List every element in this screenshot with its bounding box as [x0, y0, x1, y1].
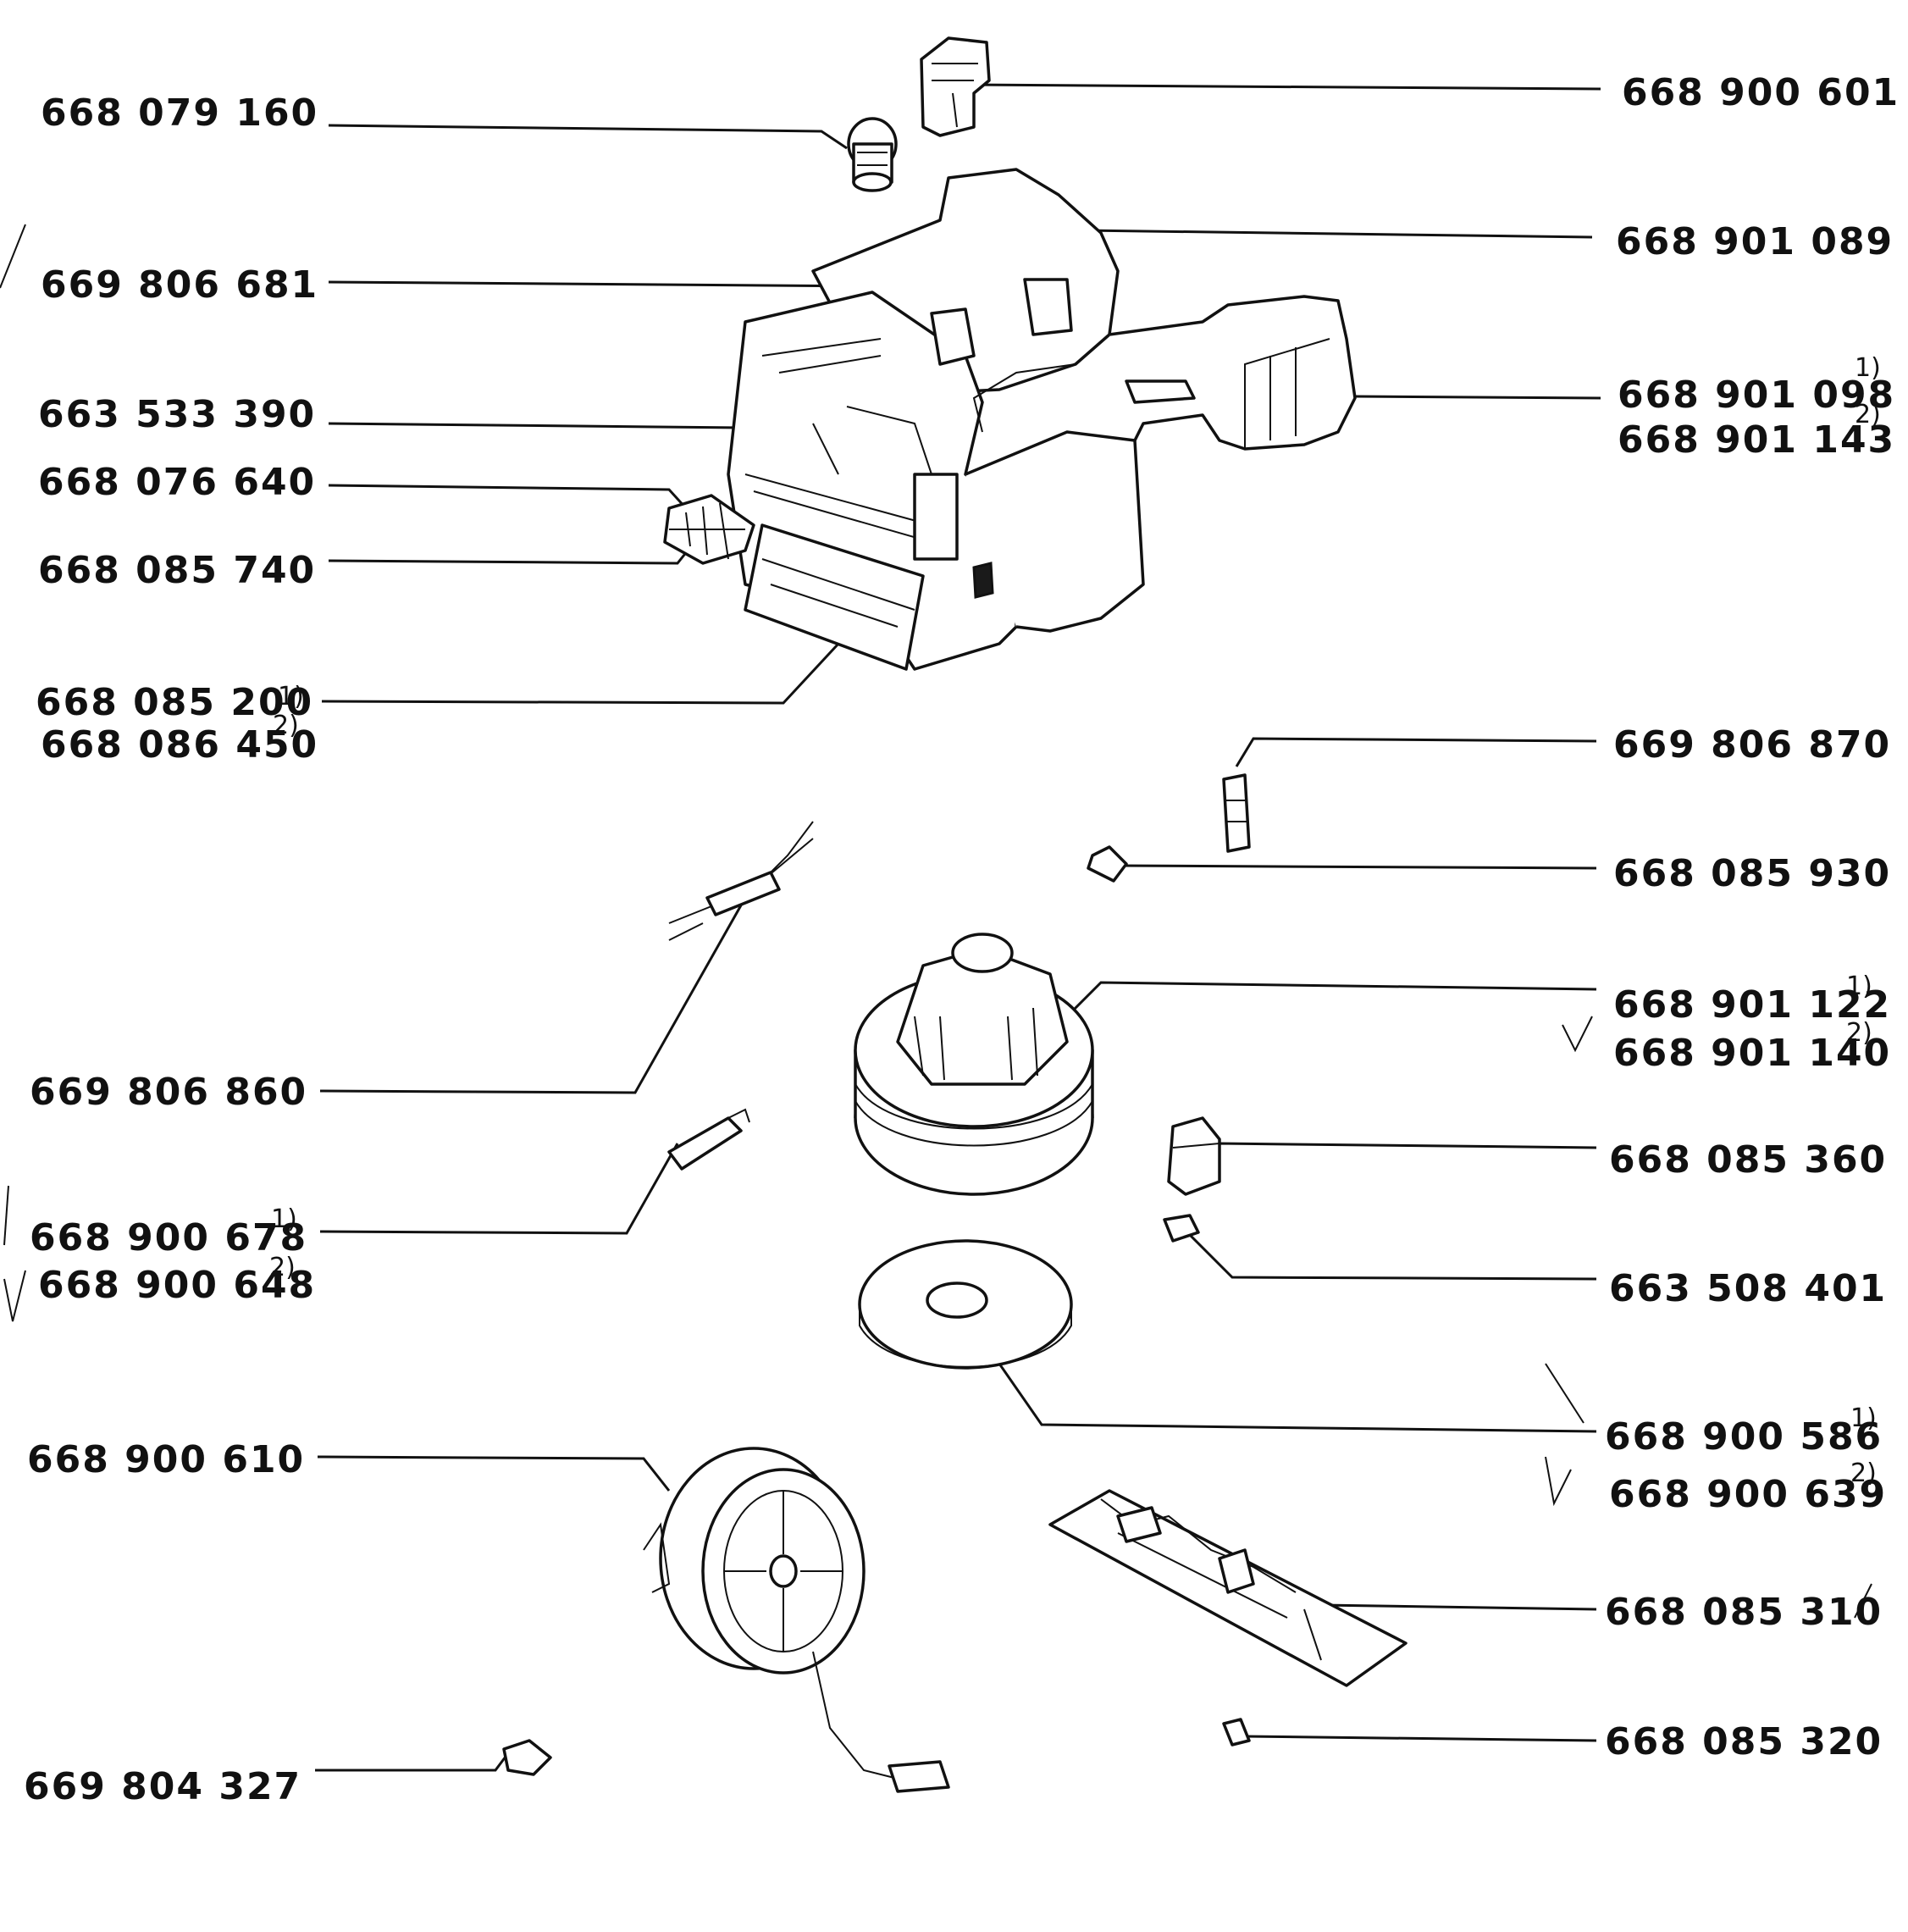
part-filter-disc [858, 1239, 1073, 1370]
label-669-804-327: 669 804 327 [24, 1765, 302, 1808]
part-brush-holder [1167, 1116, 1221, 1196]
label-668-079-160: 668 079 160 [41, 91, 319, 135]
leader-l7 [319, 897, 747, 1094]
footnote-marker: 1) [271, 1204, 297, 1234]
part-clip [1222, 773, 1251, 853]
leader-r9 [998, 1363, 1597, 1433]
leader-l5 [328, 541, 696, 565]
leader-r6 [1065, 981, 1597, 1018]
leader-l9 [317, 1455, 671, 1492]
leader-l1 [328, 124, 848, 150]
part-small-bracket [1087, 845, 1128, 883]
leader-l8 [319, 1143, 679, 1235]
check-mark-3 [3, 1270, 26, 1322]
footnote-marker: 2) [1846, 1018, 1872, 1048]
check-mark-5 [1545, 1456, 1572, 1507]
check-mark-6 [1545, 1363, 1584, 1424]
leader-r11 [1244, 1735, 1597, 1742]
part-screw [1222, 1718, 1251, 1747]
label-663-508-401: 663 508 401 [1609, 1267, 1888, 1310]
leader-l4 [328, 484, 688, 510]
part-main-housing [727, 168, 1357, 671]
label-669-806-681: 669 806 681 [41, 263, 319, 307]
part-circuit-board [1048, 1489, 1407, 1687]
footnote-marker: 1) [1846, 972, 1872, 1001]
label-663-533-390: 663 533 390 [38, 393, 317, 436]
label-668-901-122: 668 901 122 [1613, 983, 1892, 1027]
part-suppressor [667, 1108, 750, 1171]
label-668-901-098: 668 901 098 [1618, 374, 1896, 417]
label-668-085-320: 668 085 320 [1605, 1720, 1883, 1763]
label-668-901-089: 668 901 089 [1616, 220, 1894, 263]
part-cable-clip [502, 1739, 552, 1776]
leader-l10 [315, 1752, 510, 1772]
label-668-085-740: 668 085 740 [38, 549, 317, 592]
leader-r7 [1202, 1142, 1597, 1158]
label-668-901-140: 668 901 140 [1613, 1032, 1892, 1075]
part-motor [854, 933, 1094, 1196]
label-668-085-310: 668 085 310 [1605, 1591, 1883, 1634]
label-668-900-586: 668 900 586 [1605, 1415, 1883, 1459]
label-669-806-870: 669 806 870 [1613, 723, 1892, 767]
label-668-085-360: 668 085 360 [1609, 1138, 1888, 1182]
label-668-085-200: 668 085 200 [36, 681, 314, 724]
leader-r5 [1117, 864, 1597, 870]
check-mark-7 [1854, 1583, 1872, 1619]
part-round-knob [847, 117, 898, 192]
footnote-marker: 2) [1850, 1459, 1877, 1488]
check-mark-1 [0, 224, 26, 289]
leader-r2 [1048, 229, 1593, 289]
leader-r10 [1320, 1603, 1597, 1611]
part-capacitor-cable [668, 821, 814, 941]
label-668-900-648: 668 900 648 [38, 1264, 317, 1307]
label-668-900-639: 668 900 639 [1609, 1473, 1888, 1516]
leader-r3 [1354, 395, 1601, 400]
check-mark-2 [3, 1185, 9, 1246]
part-switch-block [663, 494, 755, 565]
label-669-806-860: 669 806 860 [30, 1071, 308, 1114]
label-668-900-610: 668 900 610 [27, 1438, 306, 1481]
label-668-900-601: 668 900 601 [1622, 71, 1900, 114]
label-668-901-143: 668 901 143 [1618, 418, 1896, 462]
label-668-900-678: 668 900 678 [30, 1216, 308, 1259]
footnote-marker: 1) [1850, 1403, 1877, 1433]
label-668-086-450: 668 086 450 [41, 723, 319, 767]
label-668-076-640: 668 076 640 [38, 461, 317, 504]
footnote-marker: 2) [1855, 400, 1881, 429]
check-mark-4 [1562, 1016, 1593, 1053]
footnote-marker: 2) [269, 1253, 296, 1282]
leader-r1 [955, 83, 1601, 95]
part-housing-clip [920, 36, 991, 137]
part-cable-reel [643, 1447, 950, 1793]
leader-l6 [321, 642, 840, 705]
footnote-marker: 2) [273, 711, 299, 740]
part-small-roller [1163, 1214, 1200, 1243]
leader-r4 [1235, 737, 1597, 767]
footnote-marker: 1) [1855, 353, 1881, 383]
label-668-085-930: 668 085 930 [1613, 852, 1892, 895]
footnote-marker: 1) [278, 682, 304, 711]
leader-r8 [1180, 1225, 1597, 1281]
